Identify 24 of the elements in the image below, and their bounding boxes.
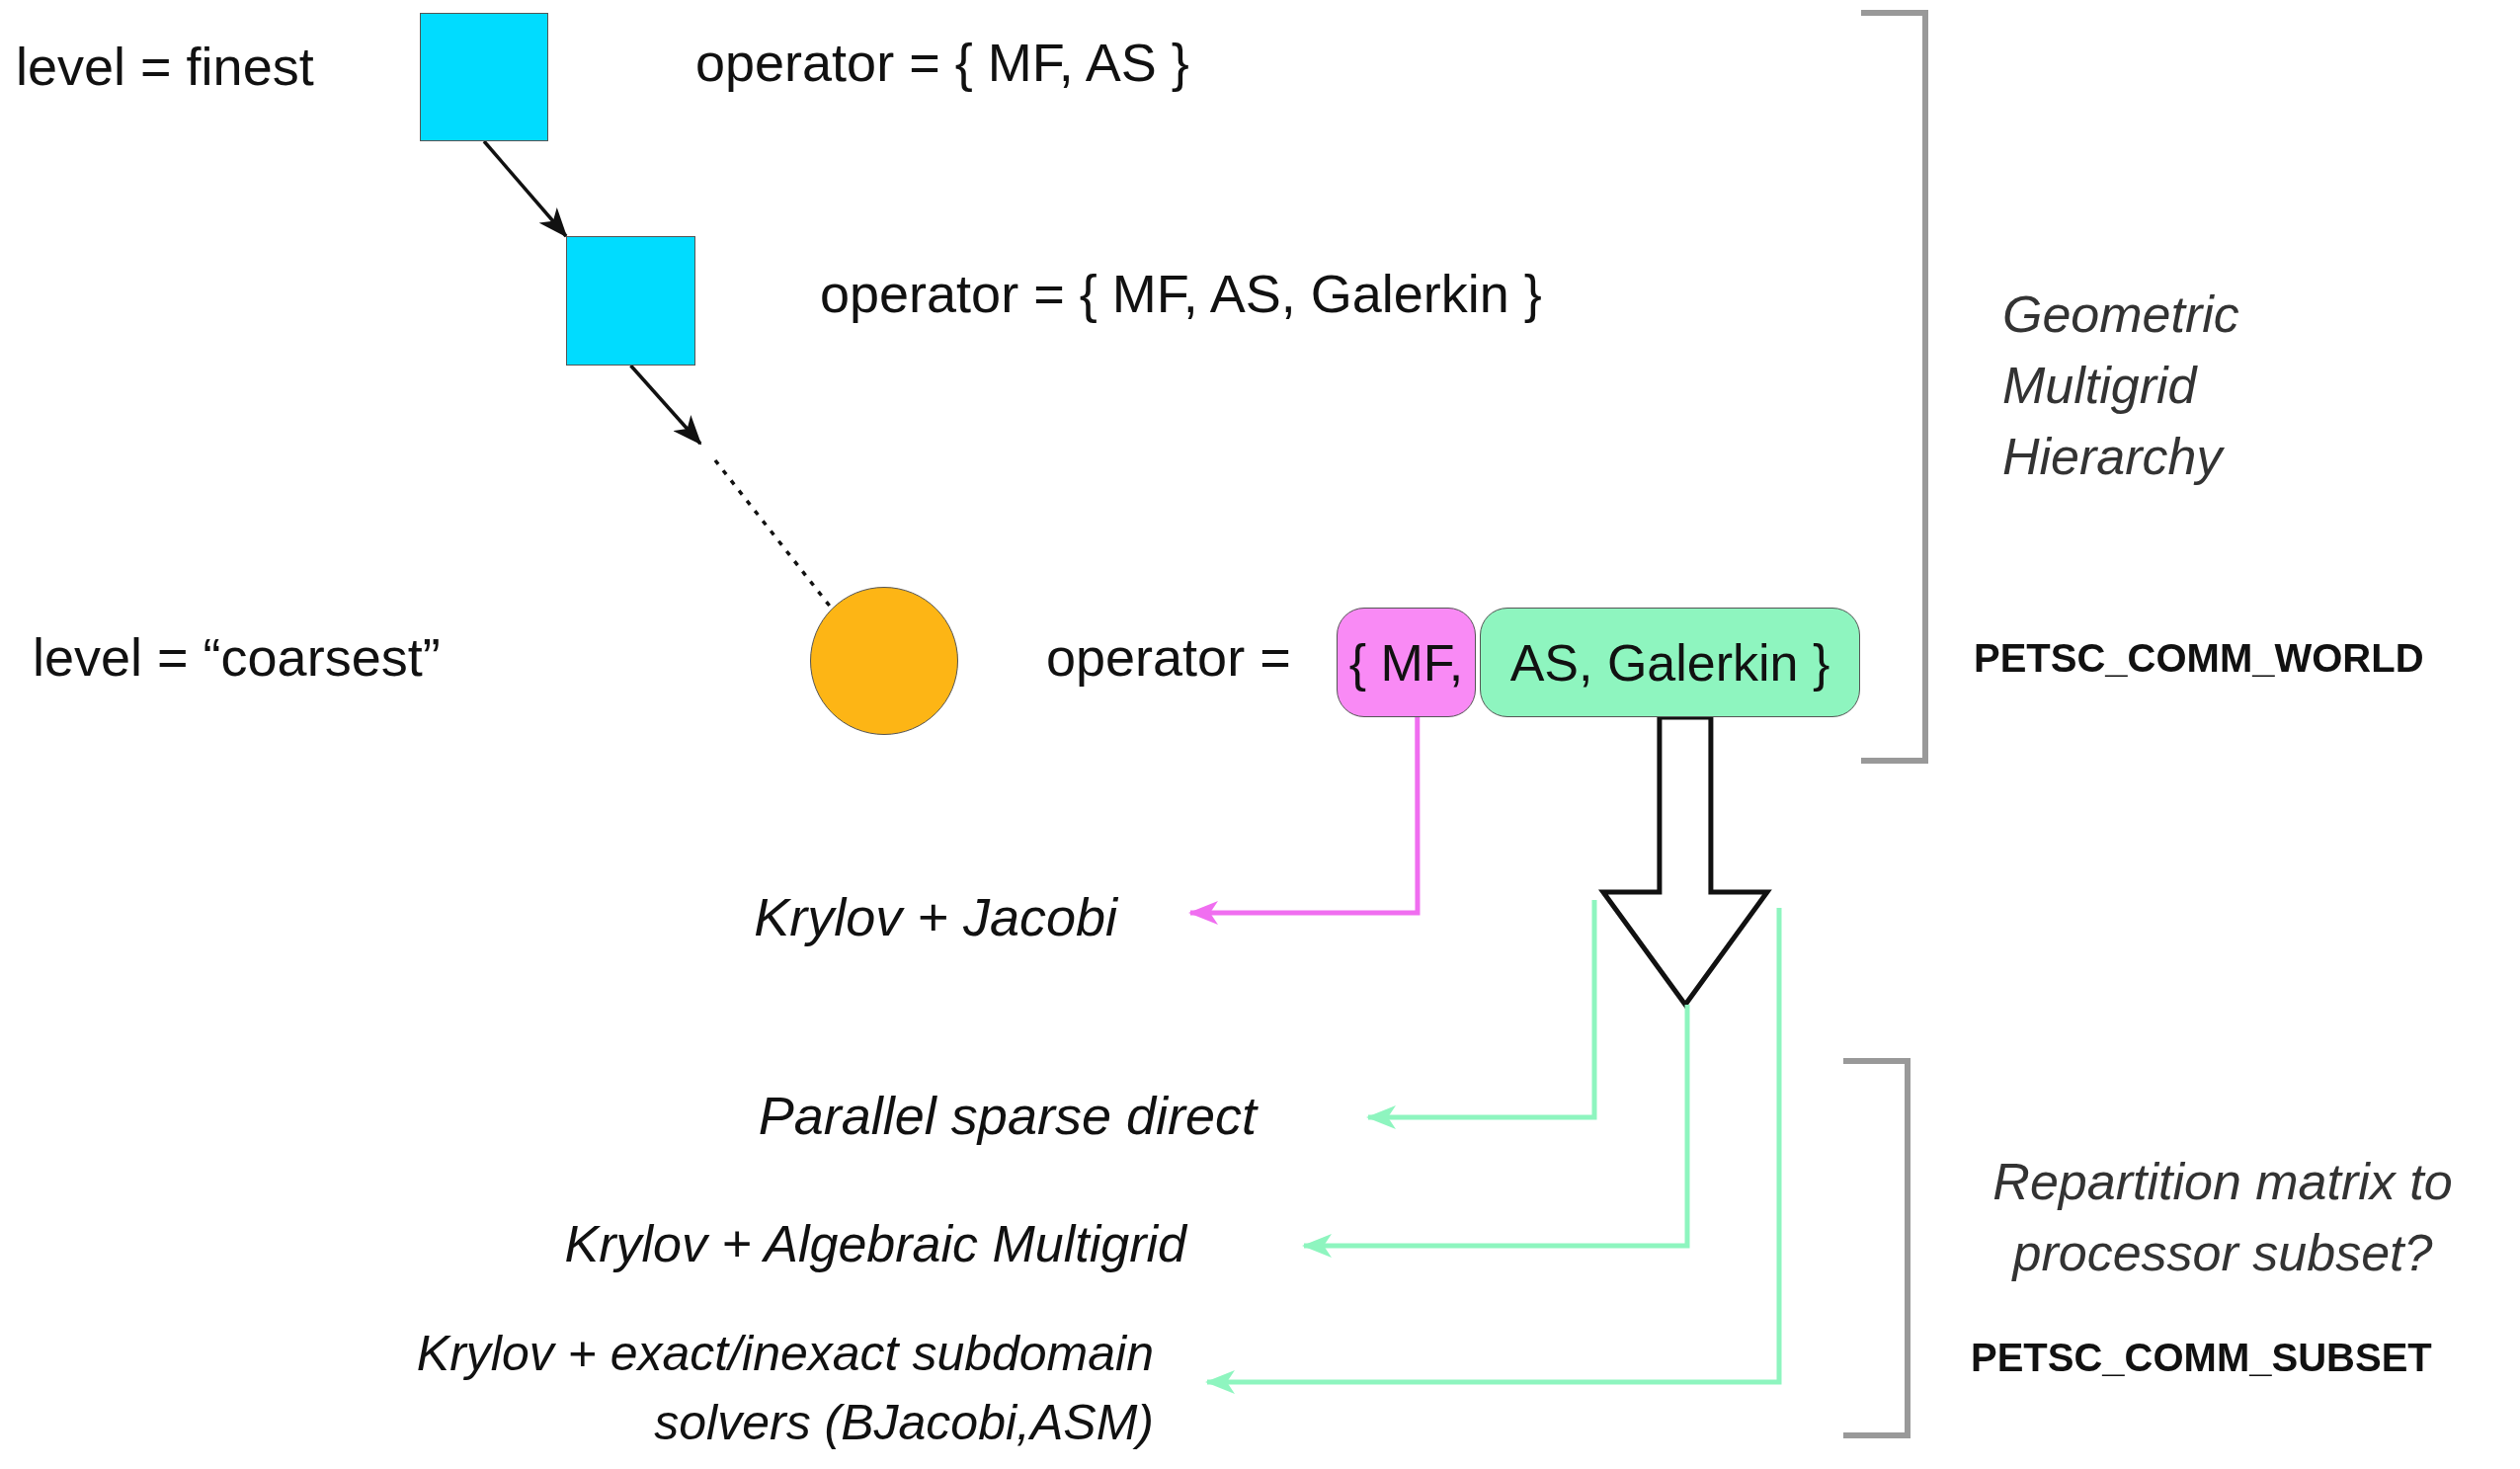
hierarchy-note: Geometric Multigrid Hierarchy	[2002, 285, 2240, 487]
option-pill: { MF,	[1337, 608, 1476, 717]
arrow	[1205, 908, 1782, 1394]
operator-label: operator = { MF, AS }	[695, 32, 1189, 93]
repartition-note: Repartition matrix to processor subset?	[1992, 1152, 2454, 1283]
solver-label: Krylov + Algebraic Multigrid	[375, 1208, 1304, 1279]
solver-label: Parallel sparse direct	[672, 1080, 1368, 1151]
grid-square	[566, 236, 695, 366]
solver-label: Krylov + exact/inexact subdomain solvers (BJacobi,ASM)	[366, 1319, 1207, 1457]
arrow	[629, 364, 702, 446]
block-arrow	[1598, 714, 1772, 1010]
grid-square	[420, 13, 548, 141]
arrow	[482, 139, 568, 238]
communicator-label: PETSC_COMM_WORLD	[1974, 636, 2424, 681]
arrow	[1366, 900, 1597, 1129]
solver-label: Krylov + Jacobi	[691, 881, 1190, 952]
arrow	[1188, 717, 1421, 925]
level-label: level = “coarsest”	[33, 626, 441, 688]
level-label: level = finest	[16, 36, 314, 97]
communicator-label: PETSC_COMM_SUBSET	[1971, 1336, 2432, 1380]
operator-label: operator =	[1046, 626, 1291, 688]
arrow	[1302, 1005, 1690, 1258]
option-pill: AS, Galerkin }	[1480, 608, 1860, 717]
operator-label: operator = { MF, AS, Galerkin }	[820, 263, 1542, 324]
